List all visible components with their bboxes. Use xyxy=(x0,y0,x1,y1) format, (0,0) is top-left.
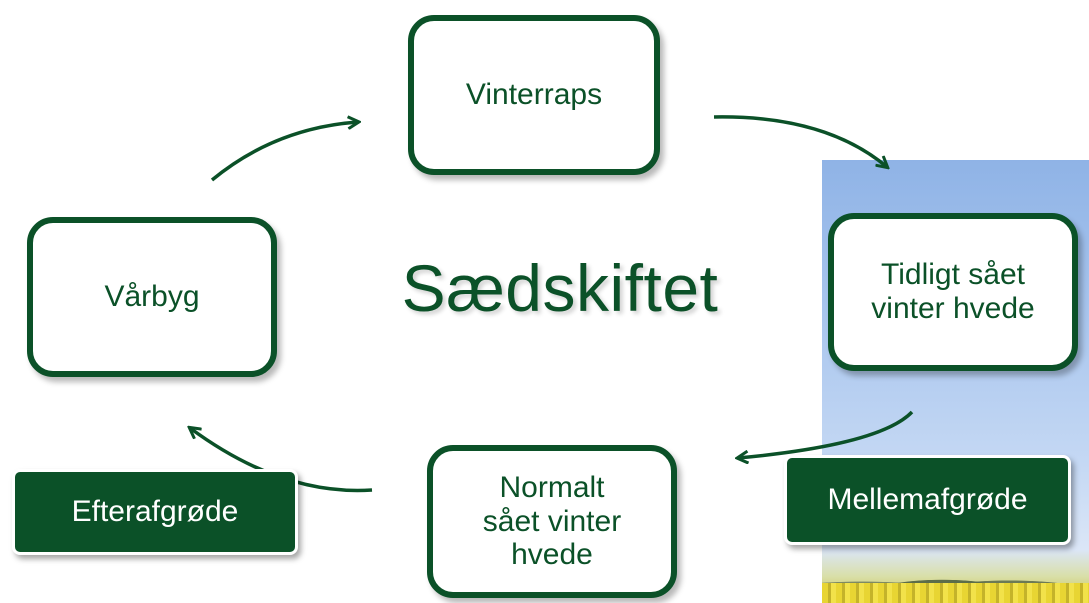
crop-box-tidligt-saaet-vinter-hvede: Tidligt sået vinter hvede xyxy=(828,213,1078,371)
crop-label-normalt-line1: Normalt xyxy=(499,471,605,505)
crop-label-normalt-line2: sået vinter xyxy=(482,504,622,538)
crop-label-tidligt-line1: Tidligt sået xyxy=(881,258,1025,292)
rapeseed-flowers xyxy=(822,583,1089,603)
crop-label-vinterraps: Vinterraps xyxy=(465,78,603,112)
catch-crop-mellemafgroede: Mellemafgrøde xyxy=(784,455,1071,545)
crop-box-normalt-saaet-vinter-hvede: Normalt sået vinter hvede xyxy=(427,445,677,598)
crop-box-vinterraps: Vinterraps xyxy=(408,15,660,175)
crop-label-tidligt-line2: vinter hvede xyxy=(871,292,1035,325)
arrow-vaarbyg-to-vinterraps xyxy=(210,122,358,182)
crop-label-normalt-line3: hvede xyxy=(511,538,593,572)
catch-crop-efterafgroede: Efterafgrøde xyxy=(12,469,298,555)
arrow-tidligt-to-normalt xyxy=(738,410,914,458)
crop-label-vaarbyg: Vårbyg xyxy=(104,280,200,314)
diagram-title: Sædskiftet xyxy=(401,251,719,325)
arrow-vinterraps-to-tidligt xyxy=(713,115,887,167)
crop-box-vaarbyg: Vårbyg xyxy=(27,217,277,377)
